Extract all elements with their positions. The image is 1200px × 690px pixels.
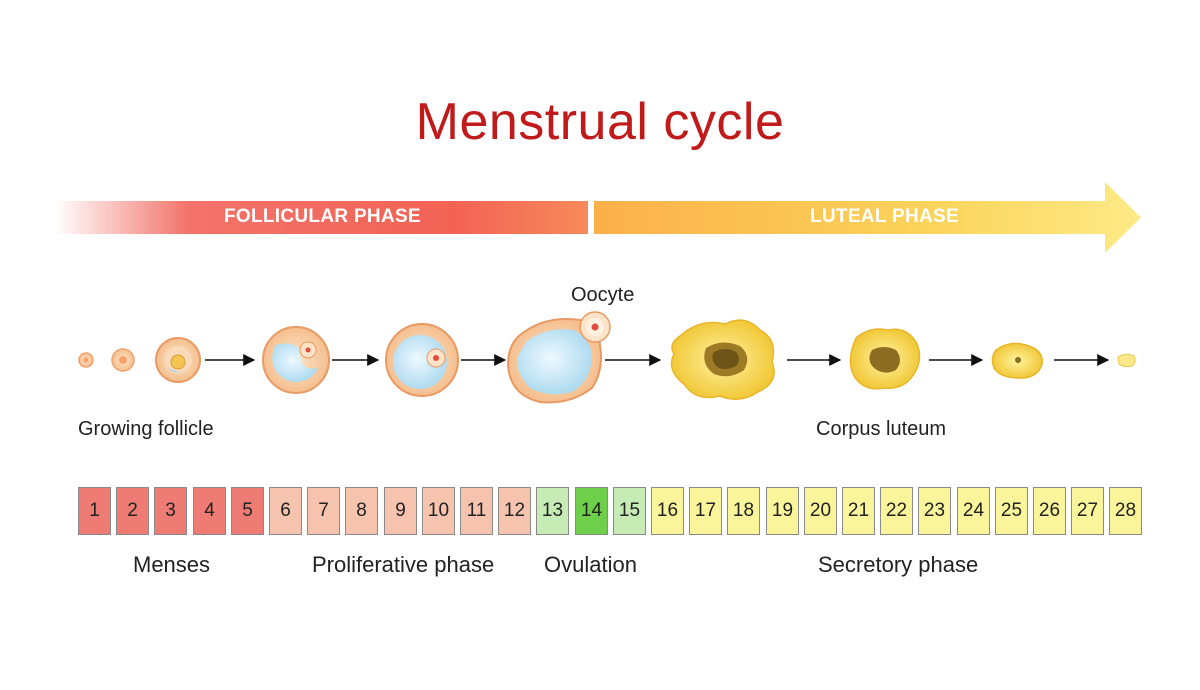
oocyte-icon [579,311,611,343]
corpus-luteum-small-icon [991,342,1043,379]
secondary-follicle-icon [155,337,201,383]
primordial-follicle-icon [78,352,94,368]
day-box-25: 25 [995,487,1028,535]
proliferative-phase-label: Proliferative phase [312,552,495,577]
secretory-phase-label: Secretory phase [818,552,979,577]
day-box-15: 15 [613,487,646,535]
day-box-16: 16 [651,487,684,535]
day-box-13: 13 [536,487,569,535]
day-box-14: 14 [575,487,608,535]
follicular-phase-bar [55,201,588,234]
follicle-development-diagram [78,311,1136,404]
primary-follicle-icon [111,348,135,372]
luteal-phase-arrow [594,182,1141,253]
day-box-22: 22 [880,487,913,535]
day-box-24: 24 [957,487,990,535]
diagram-title: Menstrual cycle [415,93,785,151]
day-box-19: 19 [766,487,799,535]
oocyte-label: Oocyte [571,284,635,306]
day-box-3: 3 [154,487,187,535]
day-box-18: 18 [727,487,760,535]
ovulation-label: Ovulation [544,552,637,577]
day-box-17: 17 [689,487,722,535]
early-antral-follicle-icon [262,326,330,394]
luteal-phase-label: LUTEAL PHASE [810,206,959,227]
corpus-luteum-label: Corpus luteum [816,418,947,440]
corpus-luteum-large-icon [670,319,775,400]
day-box-7: 7 [307,487,340,535]
day-box-5: 5 [231,487,264,535]
growing-follicle-label: Growing follicle [78,418,214,440]
day-box-1: 1 [78,487,111,535]
mature-follicle-icon [506,318,602,404]
day-box-21: 21 [842,487,875,535]
day-box-20: 20 [804,487,837,535]
day-box-23: 23 [918,487,951,535]
day-box-12: 12 [498,487,531,535]
day-box-2: 2 [116,487,149,535]
phase-arrow [55,182,1141,253]
corpus-luteum-medium-icon [849,328,921,390]
menses-label: Menses [133,552,211,577]
day-box-8: 8 [345,487,378,535]
day-box-27: 27 [1071,487,1104,535]
day-box-28: 28 [1109,487,1142,535]
day-box-6: 6 [269,487,302,535]
day-box-10: 10 [422,487,455,535]
antral-follicle-icon [385,323,459,397]
day-box-26: 26 [1033,487,1066,535]
follicular-phase-label: FOLLICULAR PHASE [224,206,421,227]
day-box-11: 11 [460,487,493,535]
corpus-albicans-icon [1117,353,1136,368]
day-box-4: 4 [193,487,226,535]
day-box-9: 9 [384,487,417,535]
